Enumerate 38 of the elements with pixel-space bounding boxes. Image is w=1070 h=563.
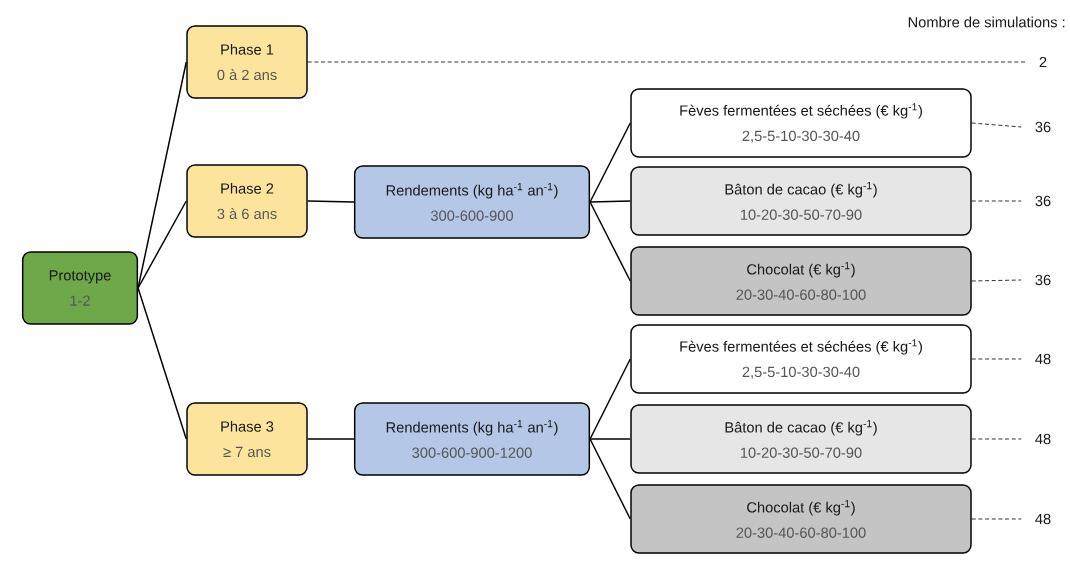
connector-line xyxy=(137,287,187,440)
simulation-count: 48 xyxy=(1035,513,1051,525)
price-box: Chocolat (€ kg$^{-1}$) 20-30-40-60-80-100 xyxy=(630,246,972,316)
dashed-leader-line xyxy=(971,122,1022,128)
simulation-count: 36 xyxy=(1035,195,1051,207)
dashed-leader-line xyxy=(971,358,1022,360)
simulation-count: 36 xyxy=(1035,274,1051,286)
simulation-count: 48 xyxy=(1035,433,1051,445)
price-box: Chocolat (€ kg$^{-1}$) 20-30-40-60-80-100 xyxy=(630,484,972,554)
price-box: Fèves fermentées et séchées (€ kg$^{-1}$) 2,5-5-10-30-30-40 xyxy=(630,88,972,158)
connector-line xyxy=(589,200,631,203)
heading-text: Nombre de simulations : xyxy=(908,16,1065,28)
price-box: Fèves fermentées et séchées (€ kg$^{-1}$) 2,5-5-10-30-30-40 xyxy=(630,324,972,394)
connector-line xyxy=(589,201,631,282)
simulation-count: 2 xyxy=(1039,56,1047,68)
simulation-count: 48 xyxy=(1035,353,1051,365)
connector-line xyxy=(307,438,355,440)
yield-box: Rendements (kg ha$^{-1}$ an$^{-1}$) 300-600-900 xyxy=(353,165,591,239)
connector-line xyxy=(137,200,187,289)
connector-line xyxy=(589,122,631,203)
phase-box: Phase 3 ≥ 7 ans xyxy=(186,402,308,476)
connector-line xyxy=(589,438,631,440)
dashed-leader-line xyxy=(307,61,1026,63)
dashed-leader-line xyxy=(971,279,1022,282)
yield-box: Rendements (kg ha$^{-1}$ an$^{-1}$) 300-600-900-1200 xyxy=(353,402,591,476)
price-box: Bâton de cacao (€ kg$^{-1}$) 10-20-30-50-70-90 xyxy=(630,404,972,474)
dashed-leader-line xyxy=(971,518,1022,520)
phase-box: Phase 2 3 à 6 ans xyxy=(186,164,308,238)
connector-line xyxy=(137,61,187,289)
prototype-box: Prototype 1-2 xyxy=(21,251,139,325)
dashed-leader-line xyxy=(971,200,1022,202)
simulation-count: 36 xyxy=(1035,121,1051,133)
connector-line xyxy=(589,438,631,520)
phase-box: Phase 1 0 à 2 ans xyxy=(186,25,308,99)
connector-line xyxy=(589,358,631,440)
connector-line xyxy=(307,200,355,203)
price-box: Bâton de cacao (€ kg$^{-1}$) 10-20-30-50-70-90 xyxy=(630,166,972,236)
dashed-leader-line xyxy=(971,438,1022,440)
